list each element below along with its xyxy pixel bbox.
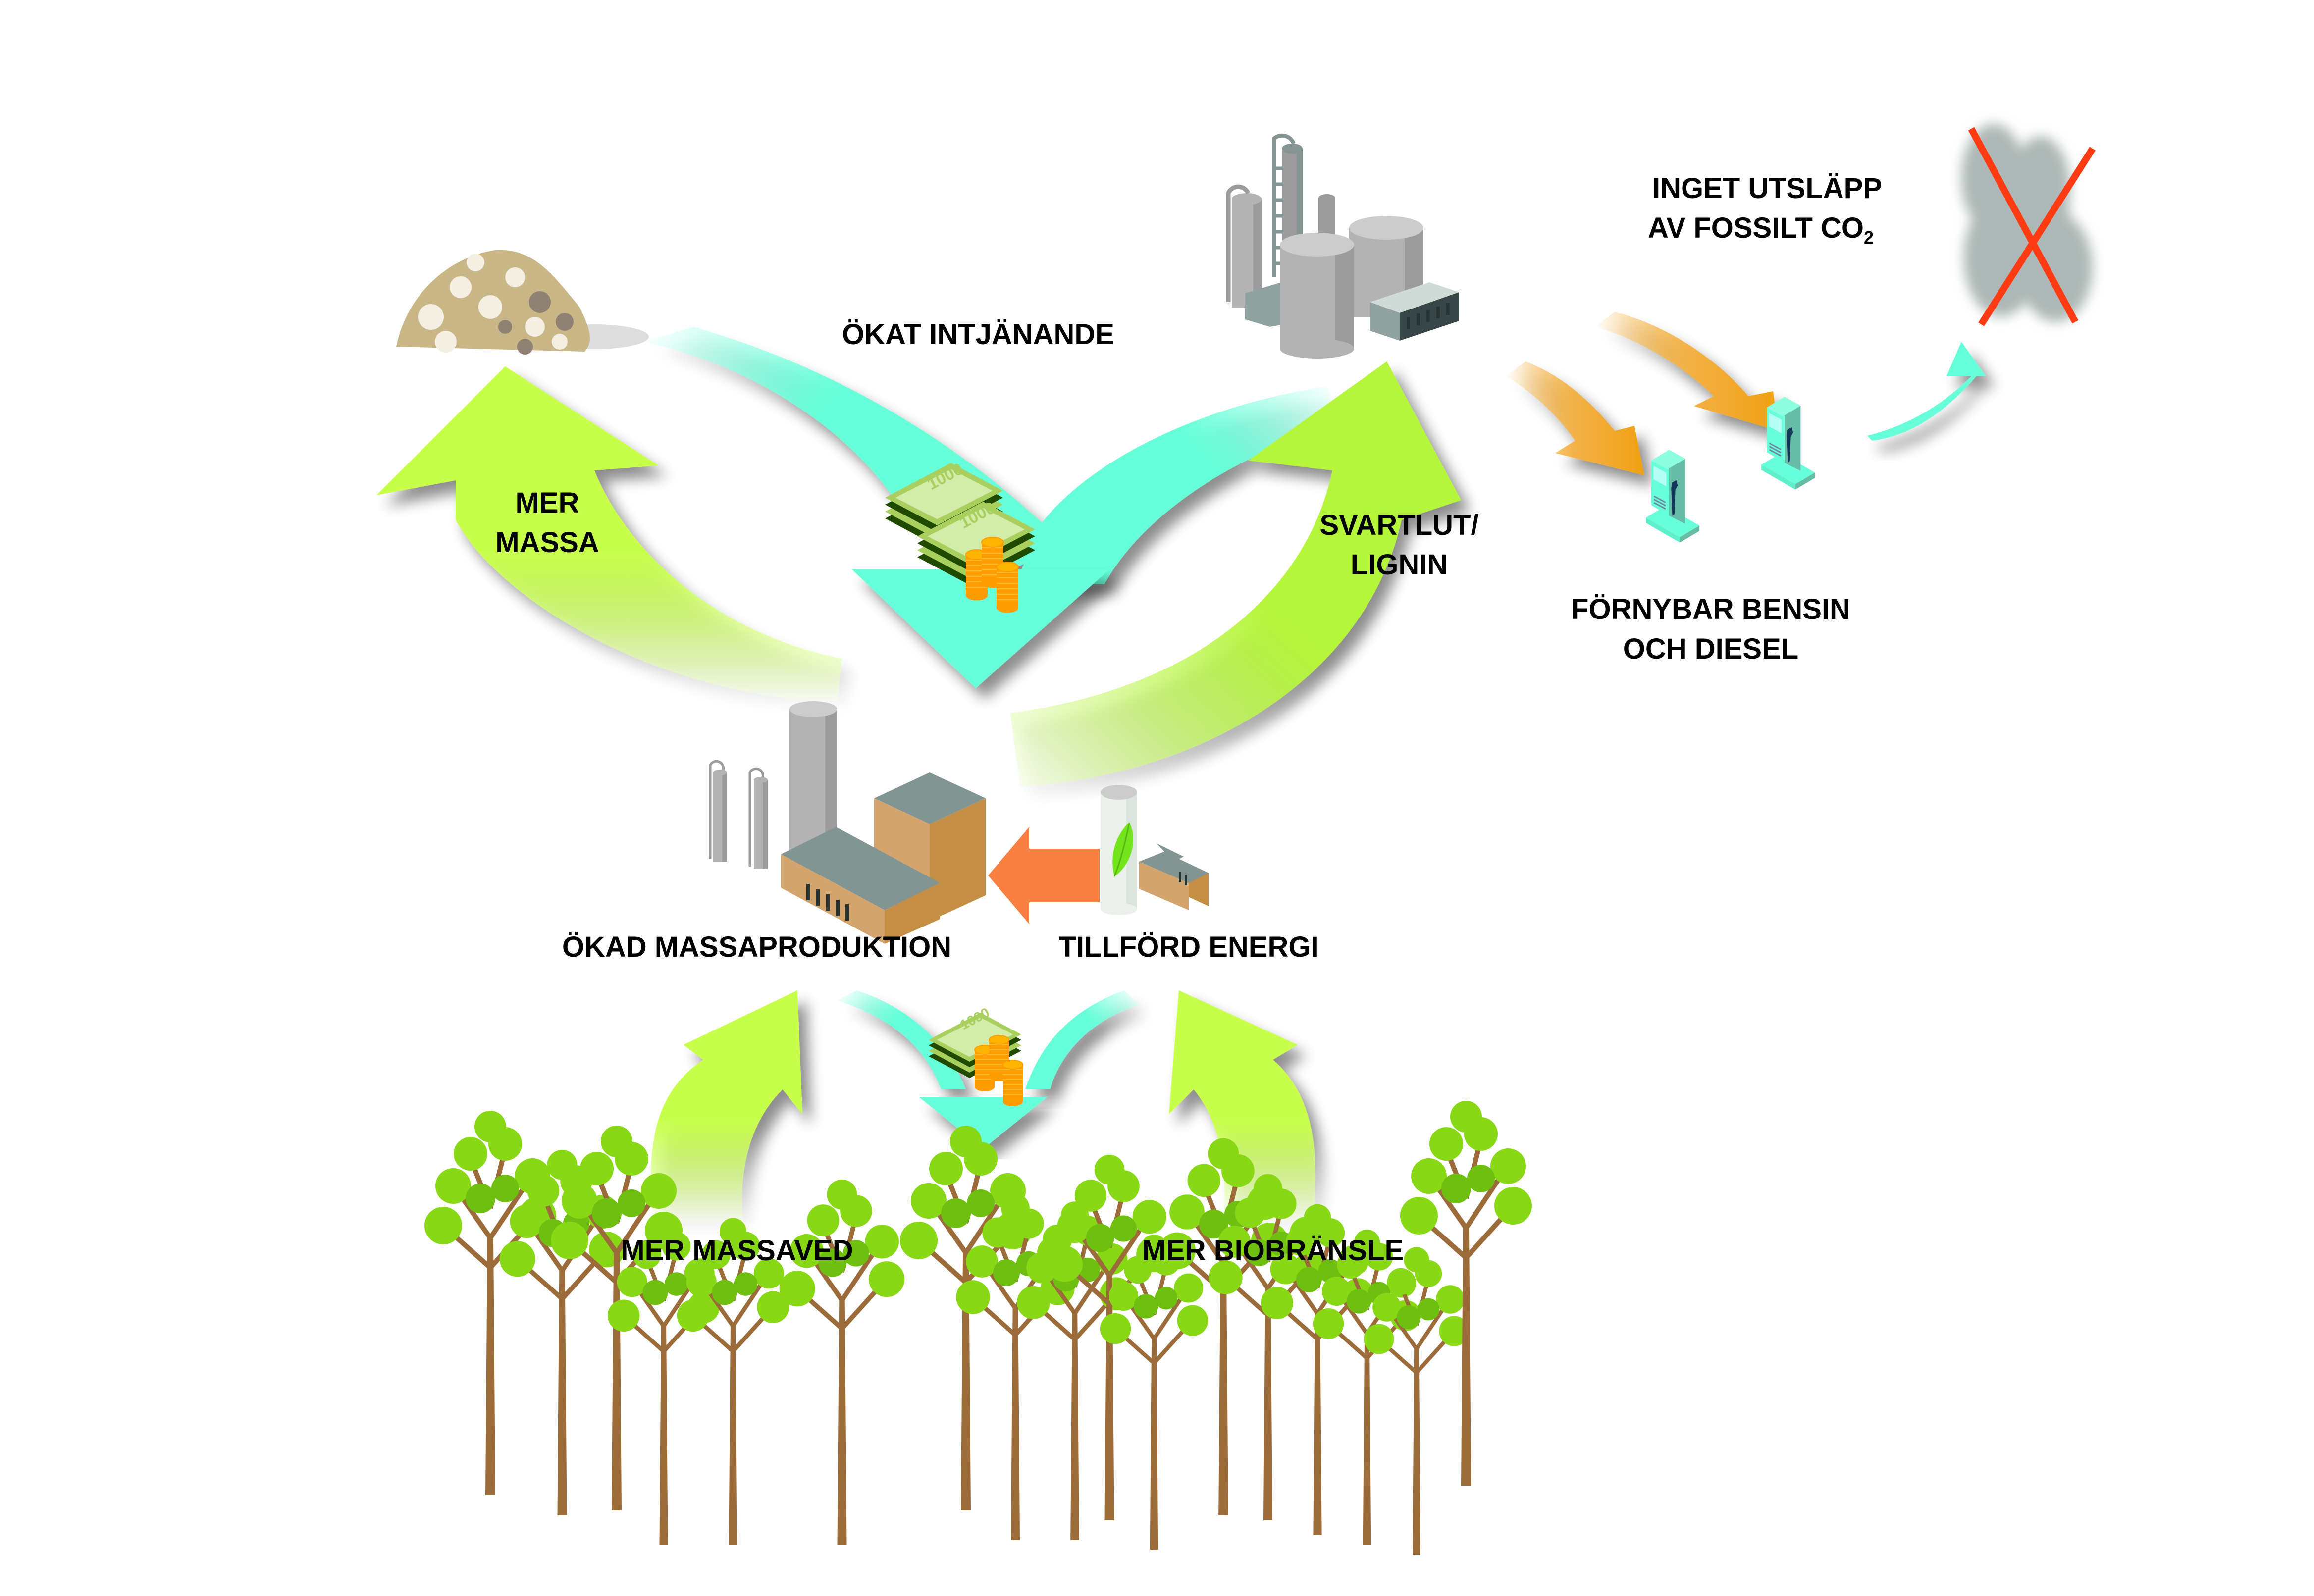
label-inget-utslapp-line2: AV FOSSILT CO2 (1648, 212, 1874, 248)
label-inget-utslapp-text: AV FOSSILT CO (1648, 212, 1864, 244)
lime-arrow-mer-biobransle (1169, 990, 1316, 1223)
cyan-arrow-down-head (852, 569, 1109, 688)
lower-cyan-arrow-right (1025, 990, 1139, 1089)
money-stack-icon: 1000 (929, 1005, 1023, 1107)
wood-chip-pile-icon (396, 250, 649, 355)
cyan-arrow-right-arm (1015, 386, 1337, 584)
lower-cyan-arrow-left (837, 990, 966, 1089)
label-inget-utslapp-line1: INGET UTSLÄPP (1652, 172, 1882, 205)
orange-arrow-to-pump-2 (1595, 312, 1778, 431)
red-cross-line-2 (1978, 147, 2096, 326)
label-mer-biobransle: MER BIOBRÄNSLE (1142, 1235, 1404, 1267)
red-cross-line-1 (1968, 127, 2079, 324)
refinery-icon (1226, 133, 1459, 359)
energy-arrow (988, 827, 1100, 924)
label-fornybar-line1: FÖRNYBAR BENSIN (1571, 593, 1850, 625)
orange-arrow-to-pump-1 (1506, 361, 1644, 475)
label-okad-massaproduktion: ÖKAD MASSAPRODUKTION (562, 931, 951, 963)
pulp-mill-icon (709, 701, 986, 944)
co2-subscript: 2 (1864, 227, 1874, 248)
label-svartlut-line2: LIGNIN (1351, 549, 1448, 581)
label-tillford-energi: TILLFÖRD ENERGI (1058, 931, 1318, 963)
pine-forest-icon (424, 1101, 1532, 1555)
label-mer-massa-line1: MER (516, 487, 579, 519)
label-mer-massaved: MER MASSAVED (621, 1235, 853, 1267)
bio-energy-plant-icon (1101, 785, 1209, 915)
label-svartlut-line1: SVARTLUT/ (1319, 509, 1478, 541)
crossed-co2-cloud-icon (1961, 124, 2096, 326)
lime-arrow-mer-massa (376, 366, 842, 703)
fuel-pump-icon (1760, 396, 1816, 491)
lime-arrow-mer-massaved (651, 990, 802, 1223)
lime-arrow-svartlut (1010, 361, 1461, 787)
fuel-pump-icon (1645, 449, 1700, 544)
cyan-arrow-to-cloud (1867, 342, 1986, 441)
label-mer-massa-line2: MASSA (495, 526, 599, 559)
lower-cyan-arrow-head (919, 1097, 1048, 1149)
label-fornybar-line2: OCH DIESEL (1623, 633, 1799, 665)
pine-tree-icon (424, 1111, 556, 1495)
label-okat-intjanande: ÖKAT INTJÄNANDE (842, 318, 1114, 351)
pine-tree-icon (1400, 1101, 1532, 1486)
